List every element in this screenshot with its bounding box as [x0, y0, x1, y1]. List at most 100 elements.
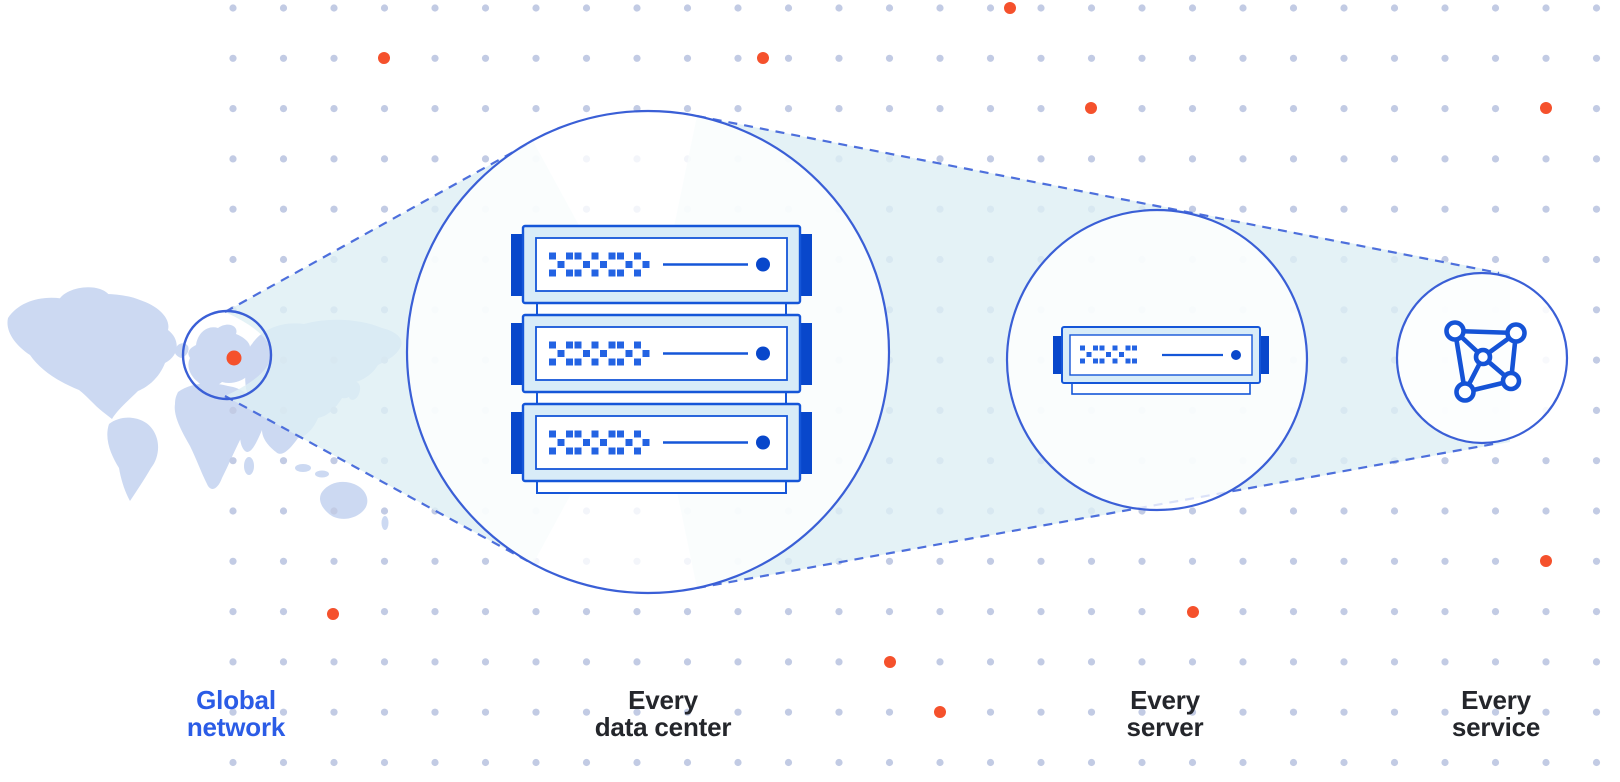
vent-dot	[608, 430, 616, 438]
vent-dot	[583, 261, 590, 268]
grid-dot	[481, 758, 490, 767]
grid-dot	[1441, 557, 1449, 565]
grid-dot	[582, 658, 591, 666]
grid-dot	[683, 708, 692, 716]
label-line: data center	[594, 712, 732, 742]
grid-dot	[1491, 708, 1500, 716]
vent-dot	[634, 447, 641, 455]
server-unit	[1053, 326, 1269, 395]
grid-dot	[1441, 155, 1449, 163]
grid-dot	[1037, 658, 1045, 666]
icon-node	[1500, 370, 1522, 392]
grid-dot	[1390, 507, 1399, 515]
vent-dot	[574, 252, 582, 260]
grid-dot	[431, 758, 439, 767]
vent-dot	[566, 447, 573, 455]
grid-dot	[784, 4, 793, 12]
dashed-line-upper-right	[696, 114, 1500, 275]
grid-dot	[1491, 155, 1500, 163]
grid-dot	[1340, 105, 1348, 113]
grid-dot	[1087, 557, 1096, 565]
vent-dot	[617, 341, 624, 349]
vent-dot	[625, 439, 633, 446]
vent-dot	[1132, 358, 1137, 364]
vent-dot	[600, 439, 607, 446]
grid-dot	[380, 658, 389, 666]
grid-dot	[936, 557, 944, 565]
grid-dot	[1037, 105, 1045, 113]
vent-dot	[574, 430, 582, 438]
grid-dot	[279, 758, 288, 767]
grid-dot	[936, 54, 944, 62]
dashed-line-lower-left	[224, 395, 534, 565]
grid-dot	[380, 557, 389, 565]
grid-dot	[784, 658, 793, 666]
server-tray	[536, 480, 787, 494]
grid-dot	[1390, 658, 1399, 666]
grid-dot	[330, 205, 338, 213]
grid-dot	[279, 608, 288, 616]
grid-dot	[1138, 155, 1146, 163]
grid-dot	[380, 105, 389, 113]
grid-dot	[835, 54, 843, 62]
vent-dot	[1099, 358, 1105, 364]
grid-dot	[1087, 155, 1096, 163]
grid-dot	[1491, 255, 1500, 264]
grid-dot	[1239, 205, 1247, 213]
vent-dot	[549, 358, 556, 366]
grid-dot	[633, 658, 641, 666]
grid-dot	[885, 54, 894, 62]
grid-dot	[1340, 155, 1348, 163]
vent-dot	[1106, 352, 1111, 357]
grid-dot	[1441, 205, 1449, 213]
grid-dot	[279, 4, 288, 12]
grid-dot	[1037, 708, 1045, 716]
map-highlight-circle	[181, 309, 273, 401]
grid-dot	[1188, 4, 1197, 12]
vent-dot	[557, 261, 565, 268]
grid-dot	[734, 758, 742, 767]
grid-dot	[1037, 4, 1045, 12]
vent-dot	[617, 269, 624, 277]
grid-dot	[279, 105, 288, 113]
vent-dot	[574, 447, 582, 455]
status-led	[1231, 350, 1241, 360]
landmass-europe	[188, 324, 256, 388]
grid-dot	[229, 507, 237, 515]
grid-dot	[1592, 4, 1601, 12]
grid-dot	[1592, 658, 1601, 666]
grid-dot	[431, 54, 439, 62]
grid-dot	[1239, 105, 1247, 113]
vent-dot	[1080, 358, 1085, 364]
grid-dot	[835, 658, 843, 666]
grid-dot	[1289, 708, 1298, 716]
grid-dot	[1542, 758, 1550, 767]
grid-dot	[1340, 758, 1348, 767]
grid-dot	[1087, 658, 1096, 666]
vent-dot	[1093, 358, 1098, 364]
grid-dot	[1239, 708, 1247, 716]
label-every-service: Every service	[1452, 687, 1540, 741]
grid-dot	[330, 758, 338, 767]
grid-dot	[986, 758, 995, 767]
grid-dot	[633, 4, 641, 12]
grid-dot	[1542, 205, 1550, 213]
grid-dot	[1390, 4, 1399, 12]
grid-dot	[1289, 758, 1298, 767]
grid-dot	[1441, 608, 1449, 616]
grid-dot	[734, 658, 742, 666]
grid-dot	[835, 4, 843, 12]
orange-dot	[934, 706, 946, 718]
vent-dot	[608, 341, 616, 349]
grid-dot	[1188, 54, 1197, 62]
vent-dot	[625, 350, 633, 357]
grid-dot	[1340, 54, 1348, 62]
grid-dot	[1441, 4, 1449, 12]
grid-dot	[1390, 758, 1399, 767]
grid-dot	[1390, 105, 1399, 113]
grid-dot	[936, 105, 944, 113]
grid-dot	[1289, 205, 1298, 213]
grid-dot	[1239, 658, 1247, 666]
grid-dot	[986, 155, 995, 163]
